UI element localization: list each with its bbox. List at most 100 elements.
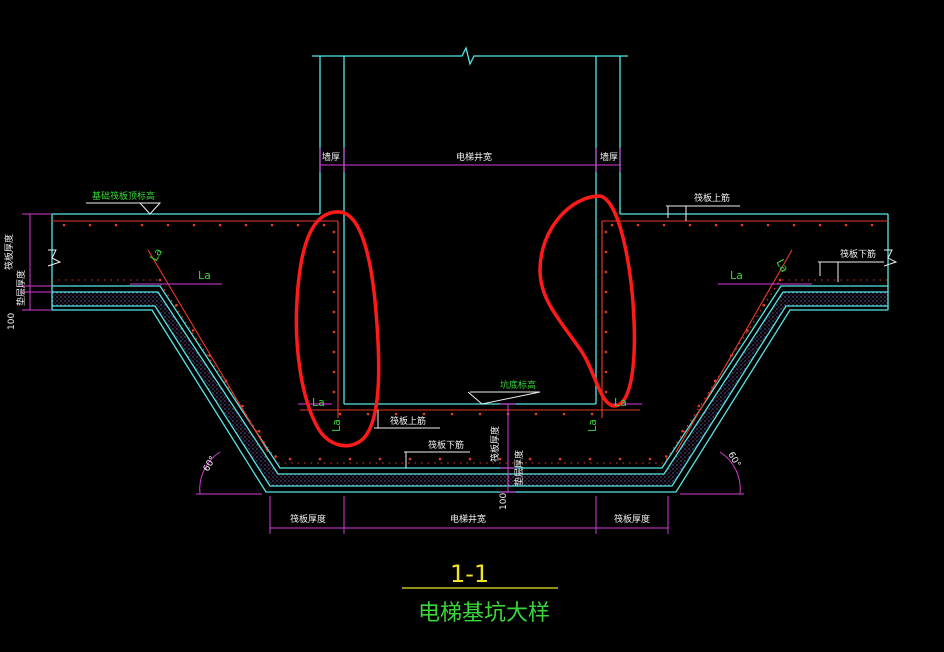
- rebar-dot: [270, 223, 274, 227]
- rebar-dot: [604, 350, 608, 354]
- rebar-dot: [62, 223, 66, 227]
- label-shaft-width-bottom: 电梯井宽: [450, 513, 486, 525]
- rebar-dot: [438, 457, 442, 461]
- rebar-dot: [296, 223, 300, 227]
- rebar-dot: [468, 457, 472, 461]
- rebar-dot: [408, 457, 412, 461]
- rebar-dot: [818, 223, 822, 227]
- rebar-dot: [562, 412, 566, 416]
- rebar-dot: [318, 457, 322, 461]
- rebar-dot: [332, 330, 336, 334]
- markup-annotations: [294, 194, 637, 448]
- rebar-dot: [746, 329, 749, 332]
- rebar-dot: [166, 223, 170, 227]
- rebar-dot: [762, 303, 766, 307]
- break-lines: [47, 249, 898, 267]
- rebar-dot: [590, 412, 594, 416]
- leader-lines: [86, 202, 884, 468]
- rebar-dot: [224, 379, 228, 383]
- label-la-right-lower-h: La: [614, 396, 627, 409]
- rebar-dot: [636, 223, 640, 227]
- rebar-dot: [191, 329, 195, 332]
- label-la-left-lower-v: La: [330, 419, 343, 432]
- rebar-dot: [528, 457, 532, 461]
- concrete-outline: [51, 46, 889, 493]
- label-angle-right: 60°: [725, 451, 742, 470]
- dimension-lines: [22, 148, 812, 534]
- rebar-dot: [241, 404, 244, 408]
- label-raft-top-rebar-right: 筏板上筋: [694, 192, 730, 204]
- drawing-number: 1-1: [450, 560, 489, 588]
- rebar-dot: [322, 223, 326, 227]
- drawing-title: 电梯基坑大样: [418, 601, 550, 626]
- label-la-left-upper: La: [147, 246, 165, 264]
- rebar-dot: [681, 429, 684, 433]
- rebar-dot: [338, 412, 342, 416]
- markup-left-ellipse: [294, 210, 381, 448]
- label-foundation-top-elev: 基础筏板顶标高: [92, 190, 155, 202]
- label-la-left-horizontal: La: [198, 269, 211, 282]
- rebar-dot: [870, 223, 874, 227]
- rebar-dot: [378, 457, 382, 461]
- rebar-dot: [332, 370, 336, 374]
- label-wall-thickness-left: 墙厚: [322, 151, 340, 163]
- rebar-dot: [158, 278, 162, 282]
- rebar-dot: [332, 310, 336, 314]
- label-la-right-horizontal: La: [730, 269, 743, 282]
- rebar-dot: [604, 230, 608, 234]
- rebar-dot: [697, 404, 701, 408]
- rebar-dot: [274, 455, 277, 458]
- rebar-dot: [729, 354, 733, 357]
- rebar-dot: [478, 412, 482, 416]
- label-pit-raft-thickness: 筏板厚度: [489, 426, 501, 462]
- label-cushion-thickness-left: 垫层厚度: [15, 270, 27, 306]
- rebar-dot: [688, 223, 692, 227]
- rebar-dot: [665, 455, 668, 458]
- rebar-dot: [332, 350, 336, 354]
- rebar-dot: [498, 457, 502, 461]
- rebar-dot: [366, 412, 370, 416]
- rebar-dot: [332, 290, 336, 294]
- label-pit-bottom-elev: 坑底标高: [500, 379, 536, 391]
- rebar-dot: [422, 412, 426, 416]
- label-dim-100-bottom: 100: [499, 493, 509, 510]
- label-pit-cushion-thickness: 垫层厚度: [513, 450, 525, 486]
- rebar-dot: [714, 223, 718, 227]
- cushion-layer: [52, 292, 888, 486]
- rebar-dot: [192, 223, 196, 227]
- rebar-dot: [332, 390, 336, 394]
- label-shaft-width-top: 电梯井宽: [456, 151, 492, 163]
- rebar-dot: [662, 223, 666, 227]
- label-la-right-upper: La: [773, 257, 791, 275]
- rebar-dot: [618, 457, 622, 461]
- label-dim-100-left: 100: [7, 313, 17, 330]
- rebar-dot: [648, 457, 652, 461]
- rebar-dot: [332, 250, 336, 254]
- rebar-dot: [610, 223, 614, 227]
- rebar-dot: [218, 223, 222, 227]
- rebar-dot: [332, 230, 336, 234]
- label-raft-thickness-bottom-left: 筏板厚度: [290, 513, 326, 525]
- markup-right-ellipse: [538, 194, 637, 408]
- rebar-dot: [604, 330, 608, 334]
- rebar-dot: [588, 457, 592, 461]
- label-raft-bottom-rebar-right: 筏板下筋: [840, 248, 876, 260]
- rebar-dot: [604, 310, 608, 314]
- rebar-dot: [778, 278, 782, 282]
- rebar-dot: [114, 223, 118, 227]
- rebar-dot: [140, 223, 144, 227]
- rebar-dot: [450, 412, 454, 416]
- label-la-right-lower-v: La: [586, 419, 599, 432]
- rebar-dot: [604, 370, 608, 374]
- label-raft-thickness-bottom-right: 筏板厚度: [614, 513, 650, 525]
- rebar-dot: [257, 429, 261, 433]
- label-angle-left: 60°: [202, 455, 219, 474]
- rebar-dot: [558, 457, 562, 461]
- rebar-dot: [604, 290, 608, 294]
- rebar-dot: [766, 223, 770, 227]
- rebar-dot: [394, 412, 398, 416]
- rebar-dot: [244, 223, 248, 227]
- rebar-dot: [792, 223, 796, 227]
- rebar-dot: [844, 223, 848, 227]
